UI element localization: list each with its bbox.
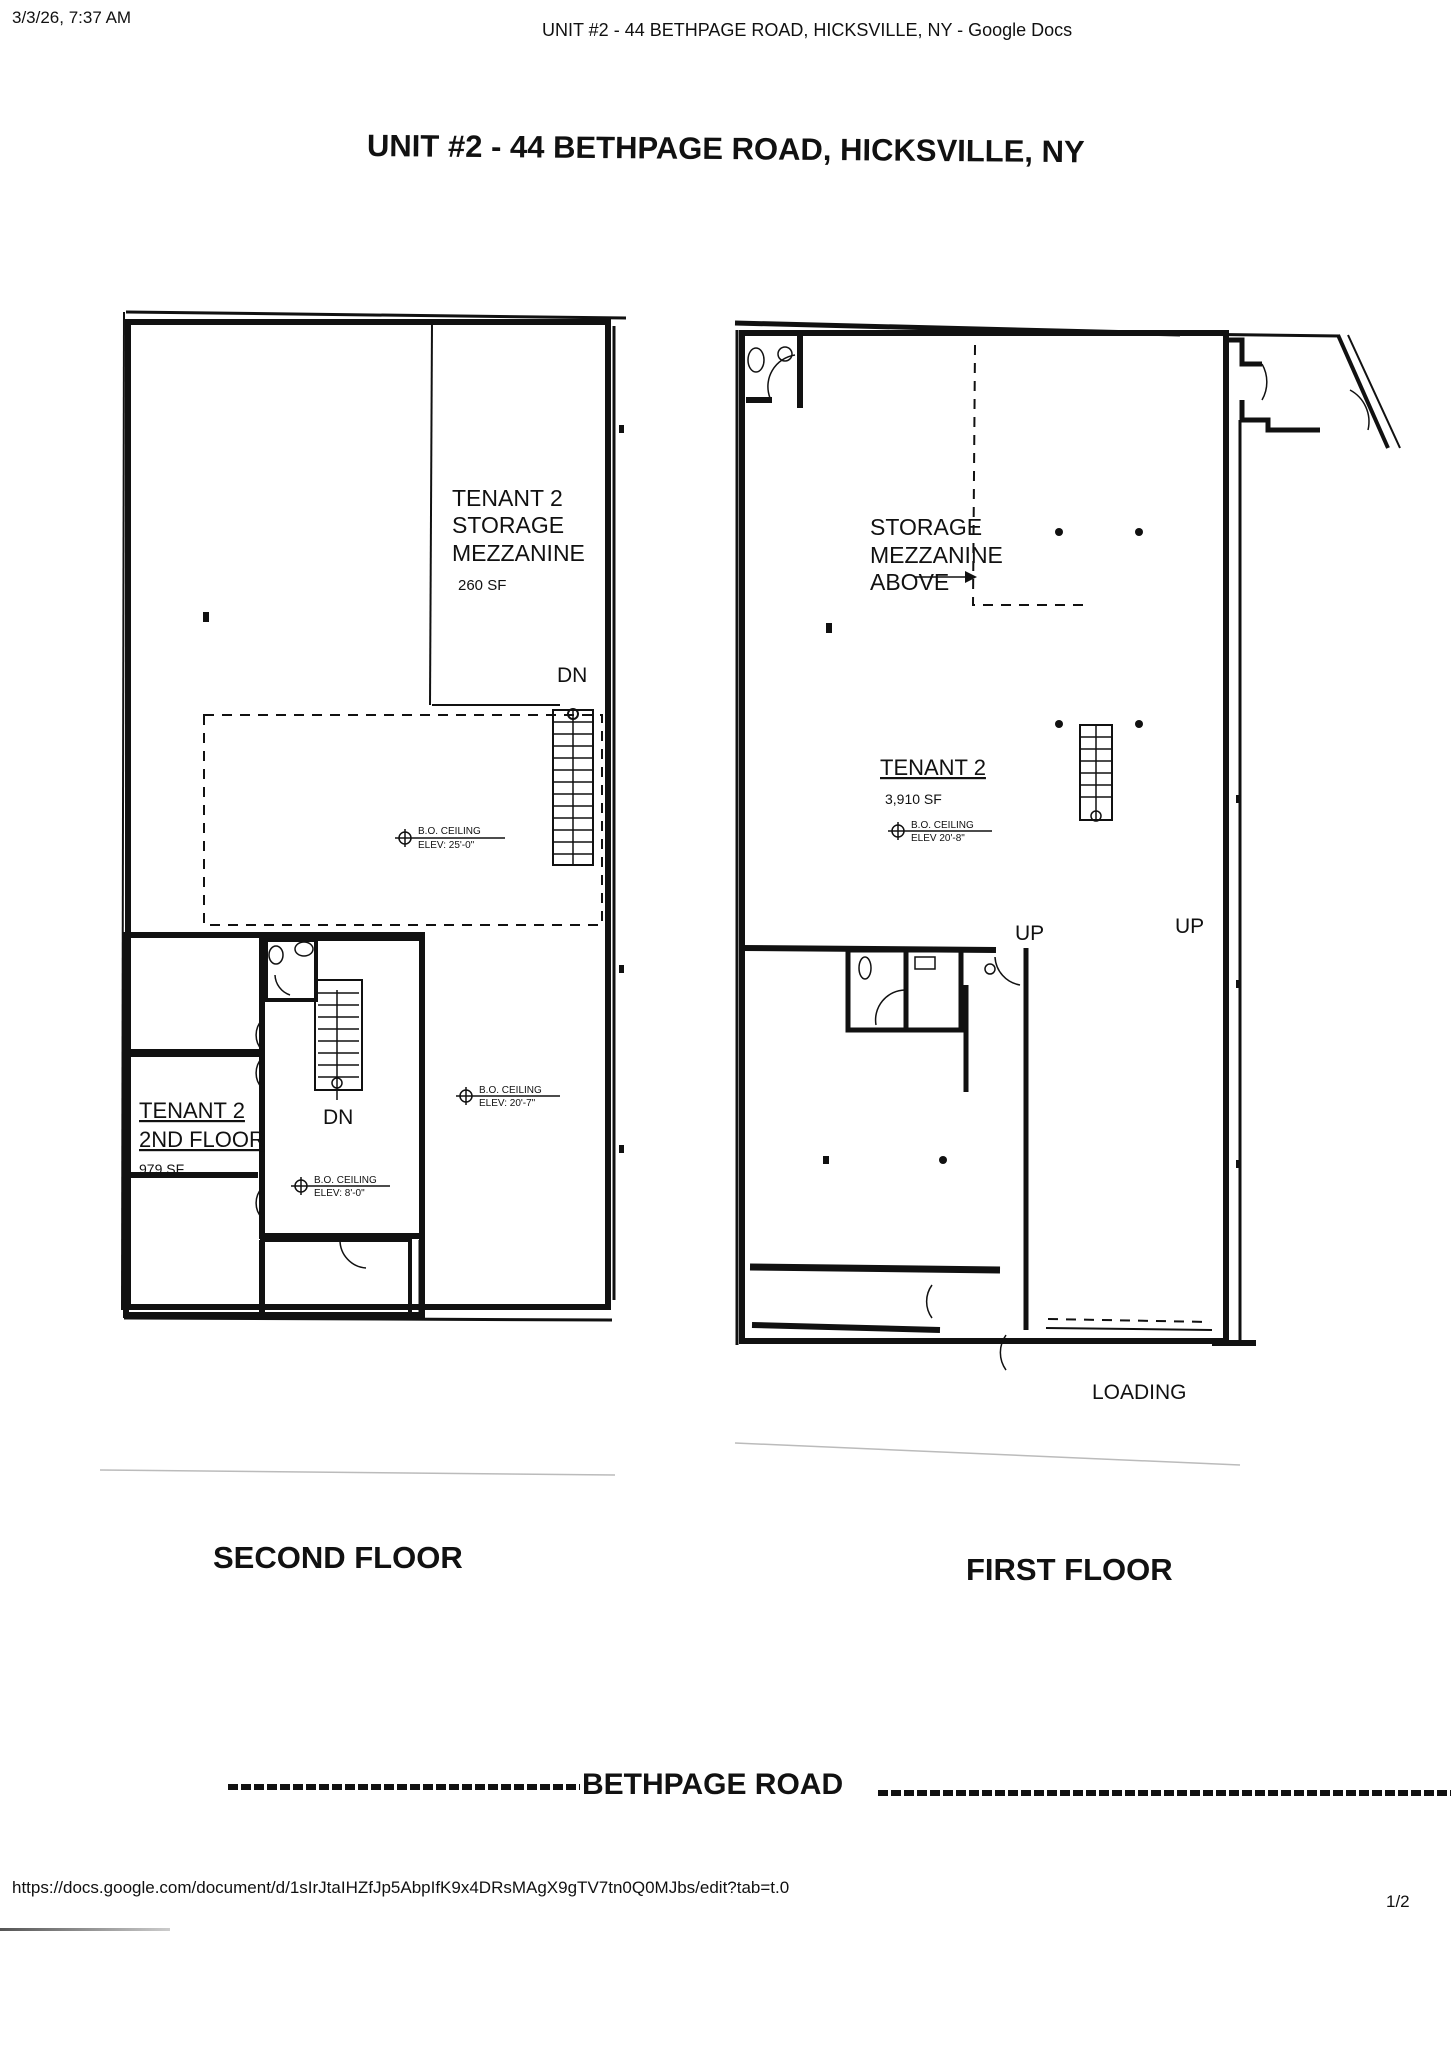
mezz-note-line2: MEZZANINE [870, 542, 1003, 568]
second-floor-caption: SECOND FLOOR [213, 1540, 463, 1575]
mezz-note-line1: STORAGE [870, 514, 982, 540]
open-to-below-outline [203, 714, 603, 926]
ceiling-label-first: B.O. CEILING [911, 820, 974, 831]
mezzanine-label-line1: TENANT 2 [452, 485, 563, 511]
stair-label-dn-upper: DN [557, 664, 587, 687]
print-page-number: 1/2 [1386, 1892, 1410, 1911]
office-block-wall [123, 932, 425, 1318]
second-floor-labels: TENANT 2 STORAGE MEZZANINE 260 SF DN DN … [139, 485, 587, 1199]
office-label-line2: 2ND FLOOR [139, 1127, 265, 1152]
ceiling-elev-warehouse: ELEV: 20'-7" [479, 1098, 536, 1109]
print-page-title: UNIT #2 - 44 BETHPAGE ROAD, HICKSVILLE, … [542, 20, 1073, 40]
stair-label-up-right: UP [1175, 915, 1204, 938]
print-footer-url: https://docs.google.com/document/d/1sIrJ… [12, 1878, 790, 1897]
road-dash-right [878, 1790, 1451, 1796]
first-floor-caption: FIRST FLOOR [966, 1552, 1173, 1587]
office-label-line1: TENANT 2 [139, 1098, 245, 1123]
office-area: 979 SF [139, 1161, 184, 1177]
loading-label: LOADING [1092, 1381, 1187, 1404]
stair-label-dn-lower: DN [323, 1106, 353, 1129]
first-floor-labels: STORAGE MEZZANINE ABOVE TENANT 2 3,910 S… [870, 514, 1204, 1404]
first-floor-outer-wall [739, 330, 1229, 1344]
road-indicator: BETHPAGE ROAD [228, 1768, 1451, 1808]
ceiling-label-mezz: B.O. CEILING [418, 826, 481, 837]
scan-edge [0, 1928, 170, 1931]
road-dash-left [228, 1784, 580, 1790]
road-label: BETHPAGE ROAD [580, 1768, 846, 1802]
ceiling-elev-mezz: ELEV: 25'-0" [418, 840, 475, 851]
second-floor-outer-wall [125, 319, 611, 1310]
tenant-label: TENANT 2 [880, 755, 986, 780]
mezzanine-partition [429, 321, 433, 706]
mezzanine-label-line2: STORAGE [452, 512, 564, 538]
mezzanine-label-line3: MEZZANINE [452, 540, 585, 566]
ceiling-label-warehouse: B.O. CEILING [479, 1085, 542, 1096]
ceiling-elev-first: ELEV 20'-8" [911, 833, 965, 844]
floor-plans: TENANT 2 STORAGE MEZZANINE 260 SF DN DN … [99, 310, 1401, 1476]
ceiling-label-office: B.O. CEILING [314, 1175, 377, 1186]
ceiling-elev-office: ELEV: 8'-0" [314, 1188, 365, 1199]
stair-label-up-left: UP [1015, 922, 1044, 945]
first-floor-plan [734, 320, 1401, 1371]
second-floor-plan [121, 310, 627, 1322]
mezz-note-line3: ABOVE [870, 569, 949, 595]
print-date-time: 3/3/26, 7:37 AM [12, 8, 132, 27]
tenant-area: 3,910 SF [885, 791, 942, 807]
mezzanine-area: 260 SF [458, 577, 506, 594]
